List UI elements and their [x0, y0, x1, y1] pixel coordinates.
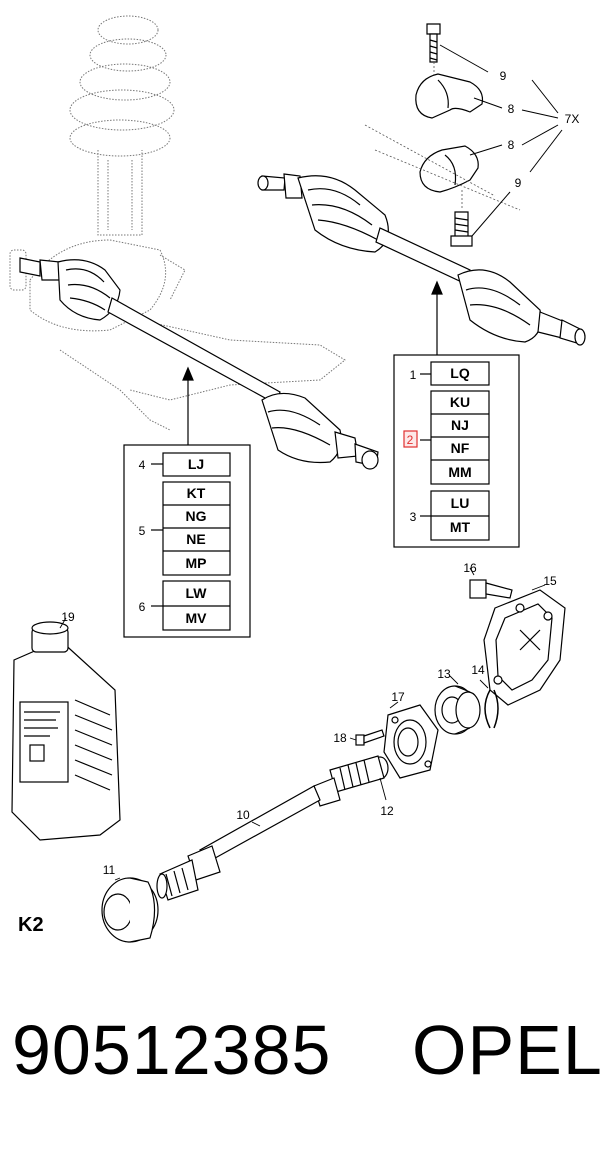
- callout-12: 12: [380, 804, 394, 818]
- suspension-strut-illustration: [9, 15, 346, 431]
- callout-1: 1: [410, 368, 417, 382]
- right-shaft-code-box-frame: [393, 354, 520, 548]
- callout-16: 16: [463, 561, 477, 575]
- callout-13: 13: [437, 667, 451, 681]
- bearing-bracket-parts: [415, 23, 484, 247]
- callout-8-top: 8: [508, 102, 515, 116]
- bracket-dotted-guides: [364, 62, 521, 211]
- callout-leader-lines: [59, 567, 546, 881]
- oil-bottle-illustration: [11, 621, 121, 841]
- left-box-pointer-arrow: [182, 366, 194, 445]
- brand-text: OPEL: [412, 1011, 600, 1089]
- callout-7x: 7X: [565, 112, 580, 126]
- callout-15: 15: [543, 574, 557, 588]
- code-nf: NF: [451, 440, 470, 456]
- part-number-text: 90512385: [12, 1011, 332, 1089]
- bolt-16-illustration: [469, 579, 513, 599]
- code-ne: NE: [186, 531, 205, 547]
- housing-17-illustration: [383, 704, 439, 779]
- code-nj: NJ: [451, 417, 469, 433]
- code-mm: MM: [448, 464, 471, 480]
- callout-17: 17: [391, 690, 405, 704]
- code-ng: NG: [186, 508, 207, 524]
- code-mv: MV: [186, 610, 208, 626]
- flange-plate-illustration: [483, 589, 566, 706]
- intermediate-shaft-10-illustration: [156, 755, 385, 901]
- bearing-13-illustration: [434, 685, 481, 735]
- callout-9-top: 9: [500, 69, 507, 83]
- callout-18: 18: [333, 731, 347, 745]
- callout-11: 11: [103, 863, 116, 877]
- callout-4: 4: [139, 458, 146, 472]
- left-drive-shaft: [19, 257, 379, 470]
- callout-6: 6: [139, 600, 146, 614]
- bracket-leader-lines: [439, 44, 563, 237]
- right-box-pointer-arrow: [431, 280, 443, 355]
- left-shaft-code-box-frame: [123, 444, 251, 638]
- snap-ring-14-illustration: [484, 689, 499, 729]
- code-ku: KU: [450, 394, 470, 410]
- code-lu: LU: [451, 495, 470, 511]
- section-code-label: K2: [18, 914, 44, 936]
- callout-5: 5: [139, 524, 146, 538]
- callout-10: 10: [236, 808, 250, 822]
- bolt-18-illustration: [355, 729, 385, 746]
- code-mp: MP: [186, 555, 207, 571]
- callout-3: 3: [410, 510, 417, 524]
- code-mt: MT: [450, 519, 471, 535]
- callout-9-bottom: 9: [515, 176, 522, 190]
- callout-14: 14: [471, 663, 485, 677]
- code-lj: LJ: [188, 456, 204, 472]
- callout-8-bottom: 8: [508, 138, 515, 152]
- callout-2-highlighted: 2: [407, 433, 414, 447]
- seal-11-illustration: [101, 877, 159, 943]
- code-kt: KT: [187, 485, 206, 501]
- code-lw: LW: [186, 585, 208, 601]
- code-lq: LQ: [450, 365, 470, 381]
- right-drive-shaft: [257, 173, 586, 346]
- callout-19: 19: [61, 610, 75, 624]
